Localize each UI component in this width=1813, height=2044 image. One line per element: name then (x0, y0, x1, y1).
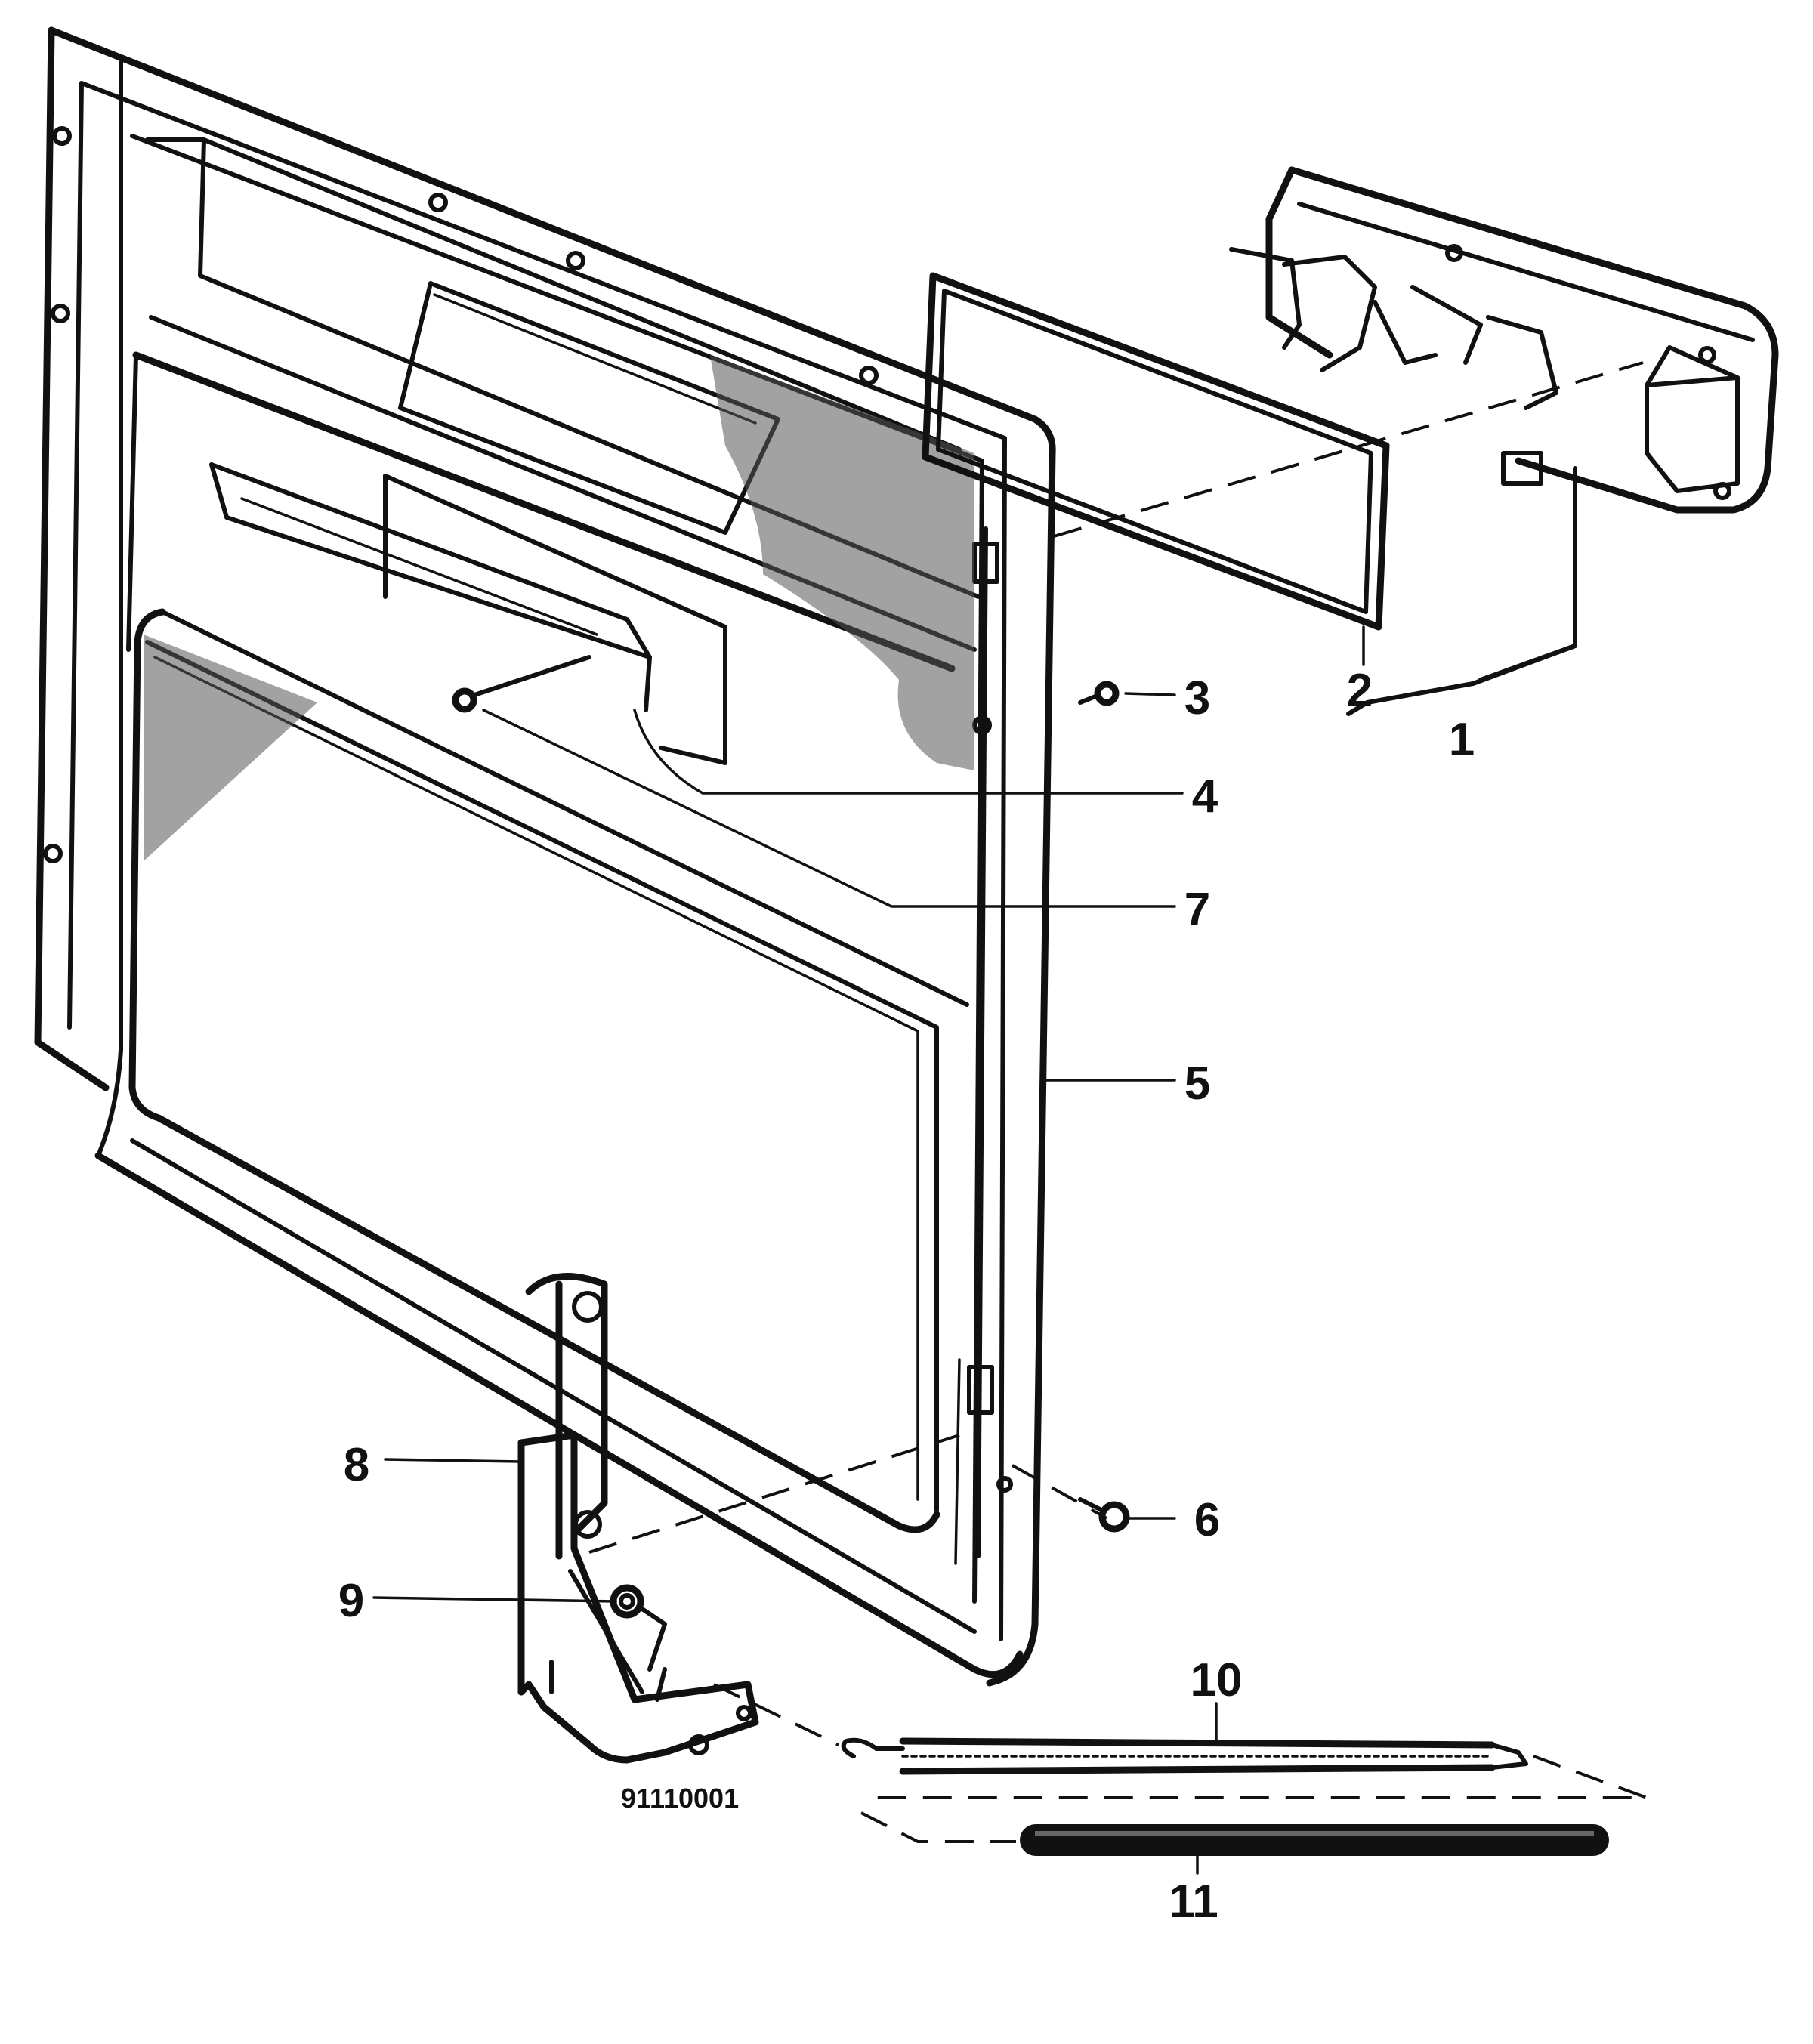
callout-6: 6 (1194, 1494, 1220, 1546)
insulation-lower (144, 635, 317, 861)
gasket-frame (922, 272, 1390, 631)
frame-holes (43, 126, 1013, 1493)
callout-11: 11 (1169, 1876, 1218, 1928)
rod-11 (1020, 1824, 1609, 1856)
alignment-lines (588, 361, 1648, 1843)
door-panel (34, 26, 1056, 1687)
callout-2: 2 (1347, 665, 1373, 717)
callout-3: 3 (1184, 672, 1210, 724)
insulation-upper (710, 355, 974, 770)
callout-1: 1 (1449, 714, 1475, 766)
callout-4: 4 (1192, 770, 1218, 823)
callout-8: 8 (344, 1439, 369, 1491)
leader-lines (372, 466, 1577, 1875)
spring-10 (841, 1737, 1528, 1775)
screw-6 (1078, 1497, 1130, 1533)
screw-4-7 (452, 655, 591, 713)
hinge-bracket (517, 1273, 759, 1764)
lock-assembly (1229, 166, 1779, 514)
screw-3 (1078, 681, 1120, 706)
callout-labels: 1 2 3 4 5 6 7 8 9 10 11 91110001 (338, 665, 1475, 1928)
drawing-code: 91110001 (621, 1783, 739, 1814)
callout-5: 5 (1184, 1058, 1210, 1110)
callout-10: 10 (1191, 1654, 1243, 1706)
callout-9: 9 (338, 1575, 364, 1627)
callout-7: 7 (1184, 884, 1210, 936)
